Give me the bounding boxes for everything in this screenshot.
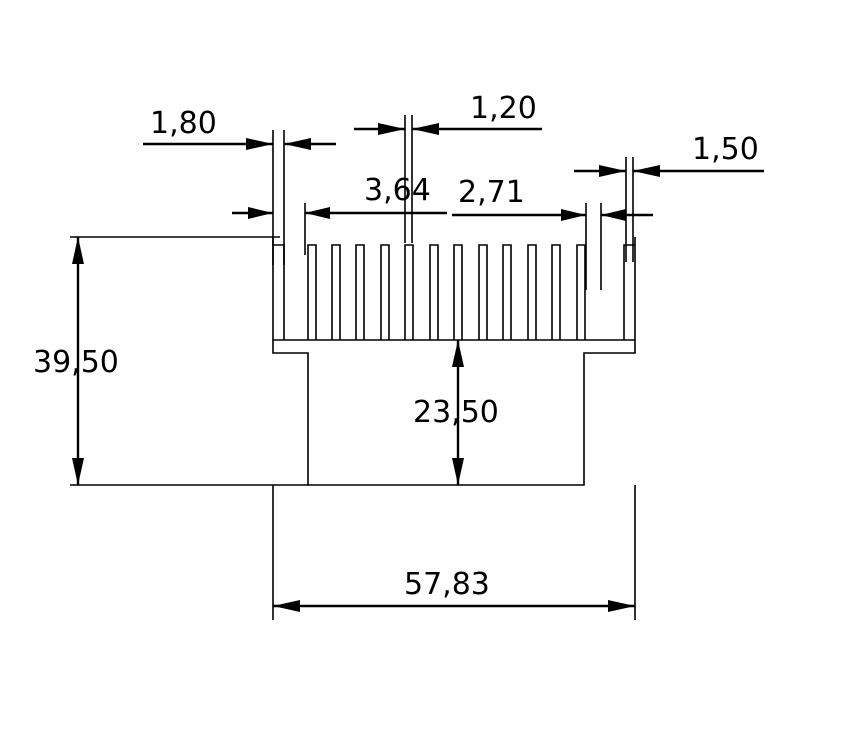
dimension-lines	[72, 123, 764, 612]
arrow-total-height-top	[72, 237, 84, 264]
arrow-total-width-left	[273, 600, 300, 612]
fin	[380, 244, 390, 340]
fin	[355, 244, 365, 340]
fin	[576, 244, 586, 340]
fin	[527, 244, 537, 340]
arrow-120-right	[412, 123, 439, 135]
fin	[331, 244, 341, 340]
arrow-364-left	[248, 207, 273, 219]
fin	[551, 244, 561, 340]
arrow-271-left	[561, 209, 586, 221]
arrow-base-height-bottom	[452, 458, 464, 485]
arrow-150-right	[633, 165, 660, 177]
extension-lines	[70, 115, 636, 620]
arrow-base-height-top	[452, 340, 464, 367]
arrow-180-left	[246, 138, 273, 150]
fin	[404, 244, 414, 340]
label-base-height: 23,50	[413, 395, 499, 430]
arrow-150-left	[599, 165, 626, 177]
edge-fin	[273, 244, 285, 340]
dimension-labels: 1,80 1,20 1,50 3,64 2,71 39,50 23,50 57,…	[33, 91, 759, 602]
label-total-height: 39,50	[33, 345, 119, 380]
label-fin-width: 1,20	[470, 91, 537, 126]
fin-array	[273, 244, 635, 340]
fin	[453, 244, 463, 340]
fin	[478, 244, 488, 340]
label-fin-gap-a: 3,64	[364, 173, 431, 208]
arrow-180-right	[284, 138, 311, 150]
fin	[307, 244, 317, 340]
fin	[429, 244, 439, 340]
heatsink-profile	[272, 237, 636, 486]
label-total-width: 57,83	[404, 567, 490, 602]
label-base-width: 1,80	[150, 106, 217, 141]
arrow-total-width-right	[608, 600, 635, 612]
arrow-total-height-bottom	[72, 458, 84, 485]
label-fin-gap-b: 2,71	[458, 175, 525, 210]
profile-outline	[272, 237, 636, 486]
arrow-120-left	[378, 123, 405, 135]
label-edge-fin-width: 1,50	[692, 132, 759, 167]
arrow-271-right	[601, 209, 626, 221]
arrow-364-right	[305, 207, 330, 219]
edge-fin	[623, 244, 635, 340]
fin	[502, 244, 512, 340]
